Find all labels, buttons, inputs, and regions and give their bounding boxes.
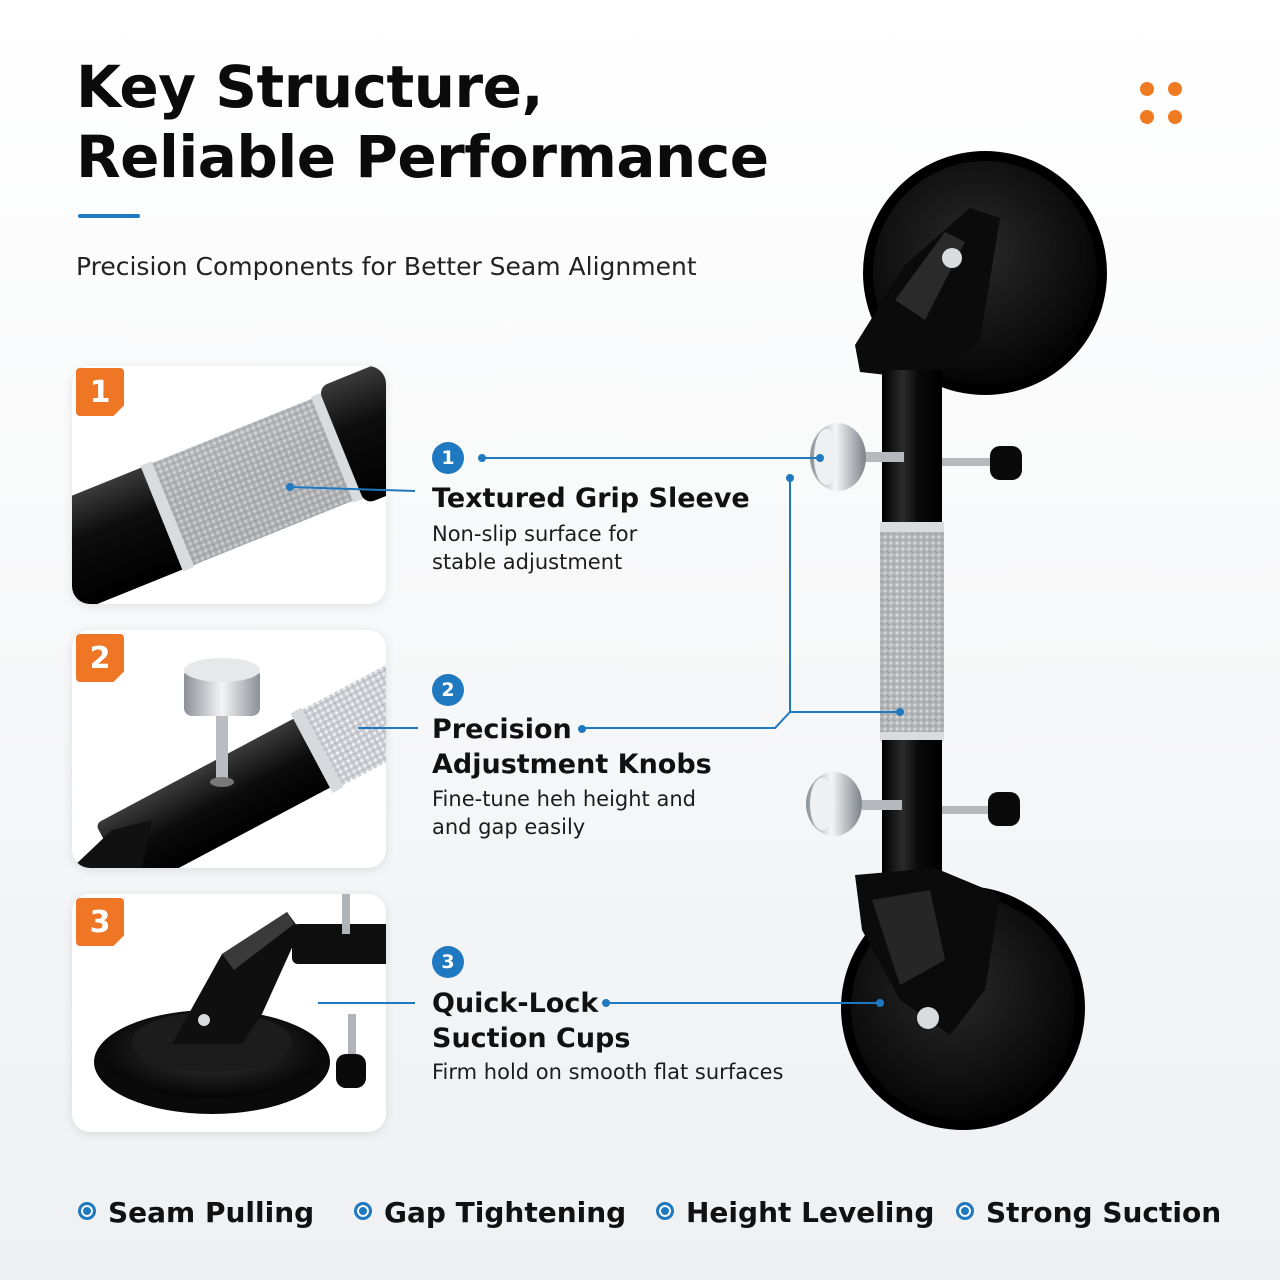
bottom-feature-height-leveling: Height Leveling <box>656 1196 934 1229</box>
page-title: Key Structure, Reliable Performance <box>76 52 769 192</box>
bullet-dot-icon <box>956 1202 974 1220</box>
suction-cup-closeup-icon <box>94 894 386 1114</box>
feature-title-line: Precision <box>432 714 572 745</box>
feature-desc-grip-sleeve: Non-slip surface for stable adjustment <box>432 520 637 576</box>
title-accent-bar <box>78 214 140 218</box>
thumbnail-adjustment-knob <box>72 630 386 868</box>
feature-title-grip-sleeve: Textured Grip Sleeve <box>432 481 750 516</box>
bottom-feature-gap-tightening: Gap Tightening <box>354 1196 626 1229</box>
thumbnail-suction-cup <box>72 894 386 1132</box>
feature-title-line: Suction Cups <box>432 1023 631 1054</box>
decorative-dots-icon <box>1140 80 1186 126</box>
feature-number-3: 3 <box>432 946 464 978</box>
bullet-dot-icon <box>656 1202 674 1220</box>
feature-title-suction-cups: Quick-Lock Suction Cups <box>432 986 630 1056</box>
feature-desc-line: and gap easily <box>432 815 586 839</box>
feature-desc-adjustment-knobs: Fine-tune heh height and and gap easily <box>432 785 696 841</box>
adjustment-knob-closeup-icon <box>72 658 386 868</box>
bottom-feature-label: Strong Suction <box>986 1196 1222 1229</box>
grip-sleeve-closeup-icon <box>72 366 386 604</box>
feature-title-adjustment-knobs: Precision Adjustment Knobs <box>432 712 712 782</box>
page-subtitle: Precision Components for Better Seam Ali… <box>76 252 697 281</box>
bottom-feature-label: Height Leveling <box>686 1196 935 1229</box>
thumbnail-badge-1: 1 <box>76 368 124 416</box>
feature-number-2: 2 <box>432 674 464 706</box>
feature-title-line: Quick-Lock <box>432 988 599 1019</box>
bottom-feature-strong-suction: Strong Suction <box>956 1196 1221 1229</box>
feature-desc-line: stable adjustment <box>432 550 623 574</box>
feature-desc-suction-cups: Firm hold on smooth flat surfaces <box>432 1058 783 1086</box>
thumbnail-grip-sleeve <box>72 366 386 604</box>
feature-desc-line: Non-slip surface for <box>432 522 638 546</box>
bottom-feature-seam-pulling: Seam Pulling <box>78 1196 314 1229</box>
title-line-2: Reliable Performance <box>76 123 769 191</box>
bottom-feature-label: Seam Pulling <box>108 1196 315 1229</box>
bullet-dot-icon <box>354 1202 372 1220</box>
bottom-feature-label: Gap Tightening <box>384 1196 627 1229</box>
feature-number-1: 1 <box>432 442 464 474</box>
bullet-dot-icon <box>78 1202 96 1220</box>
feature-desc-line: Firm hold on smooth flat surfaces <box>432 1060 784 1084</box>
title-line-1: Key Structure, <box>76 53 544 121</box>
thumbnail-badge-2: 2 <box>76 634 124 682</box>
feature-title-line: Textured Grip Sleeve <box>432 483 750 514</box>
seam-setter-product-icon <box>806 151 1107 1130</box>
thumbnail-badge-3: 3 <box>76 898 124 946</box>
feature-desc-line: Fine-tune heh height and <box>432 787 696 811</box>
feature-title-line: Adjustment Knobs <box>432 749 712 780</box>
